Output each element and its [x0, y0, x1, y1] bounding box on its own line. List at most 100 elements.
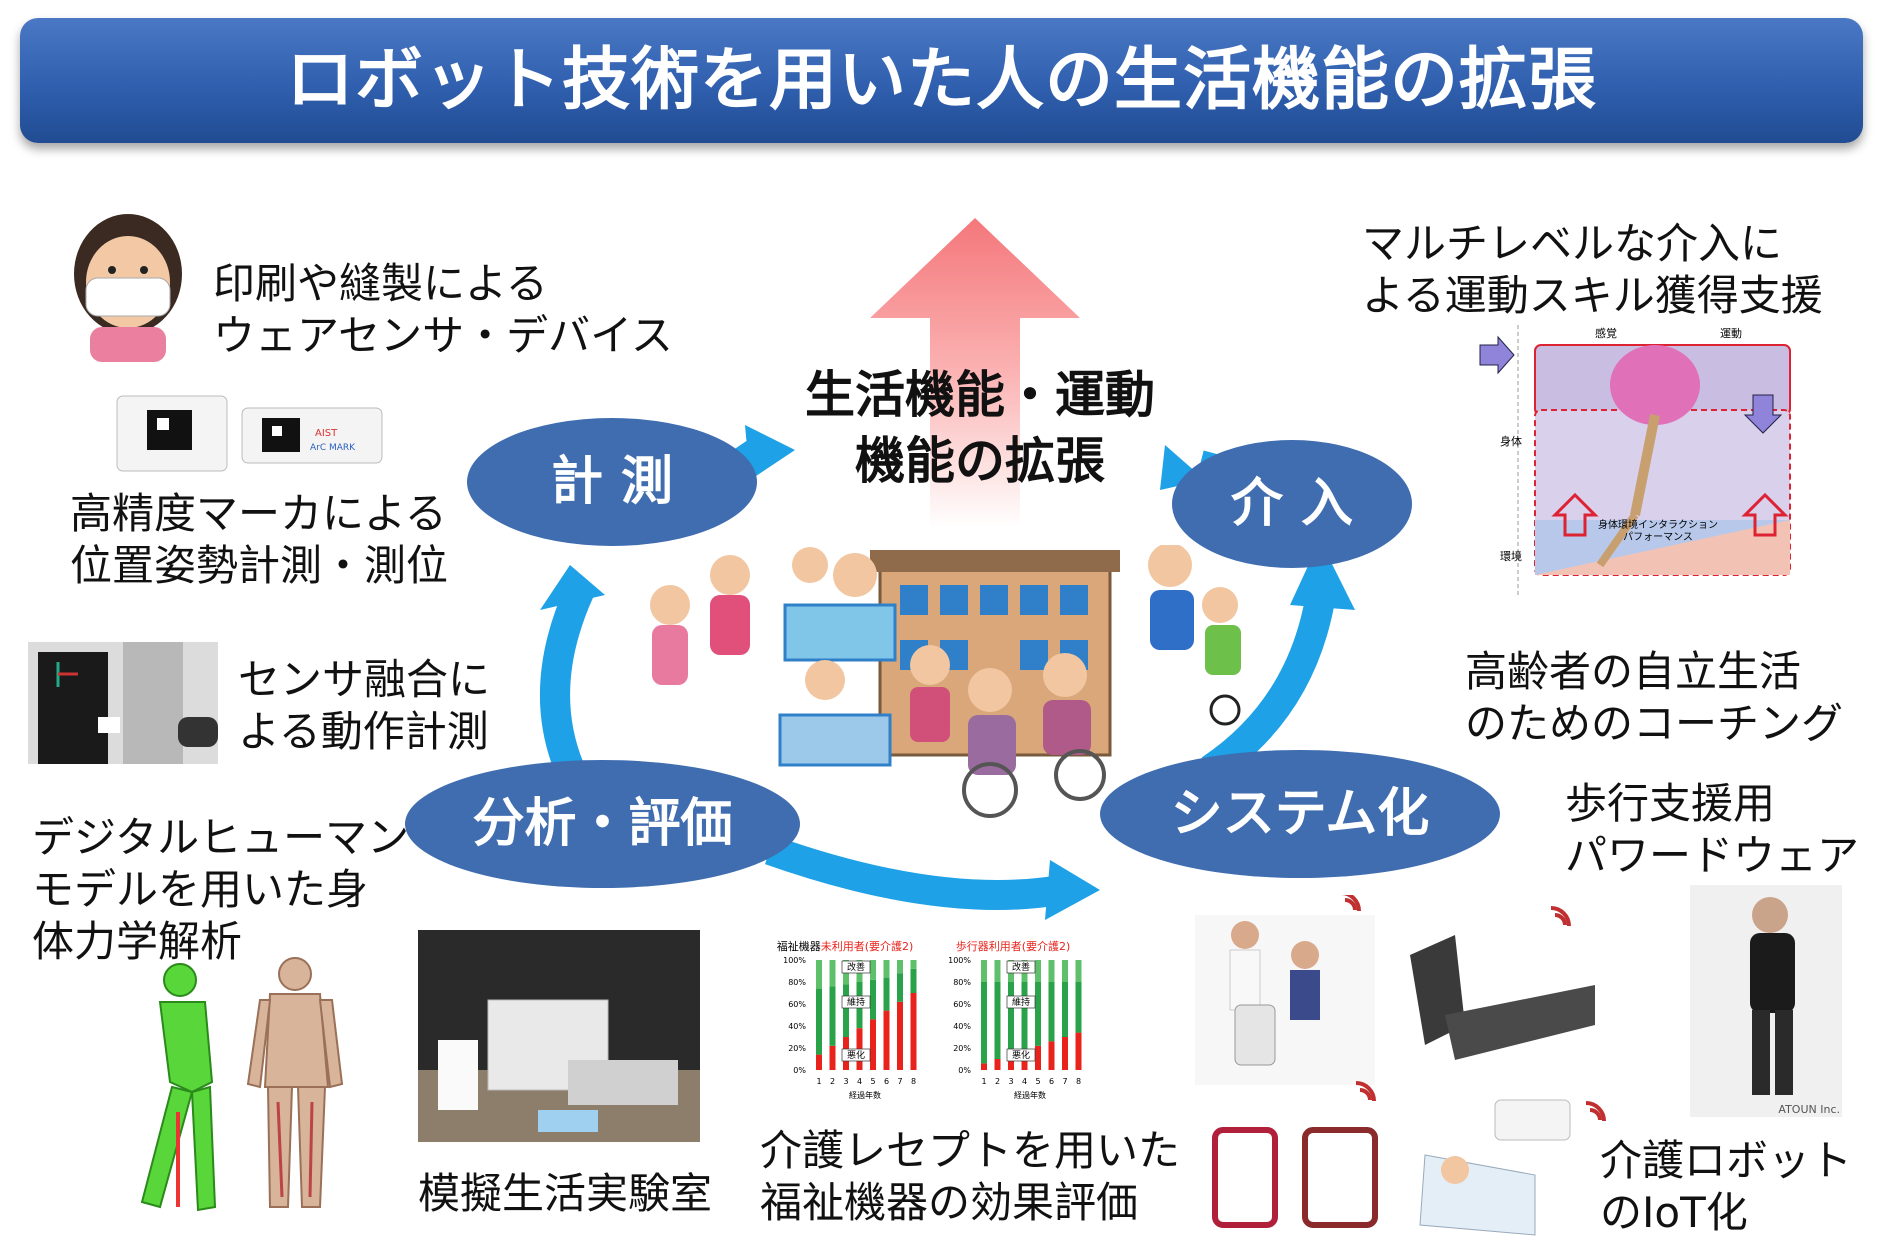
body-label: 身体: [1500, 434, 1522, 448]
legend-worsen: 悪化: [1012, 1049, 1030, 1061]
bar-improve: [897, 960, 903, 974]
marker-line2: 位置姿勢計測・測位: [70, 541, 449, 590]
y-tick-label: 100%: [783, 956, 806, 965]
bar-improve: [816, 960, 822, 989]
digital-human-text: デジタルヒューマン モデルを用いた身 体力学解析: [32, 812, 409, 968]
masked-person-illustration: [74, 214, 182, 362]
bar-worsen: [1075, 1032, 1082, 1070]
powerwear-line1: 歩行支援用: [1565, 779, 1776, 828]
bar-maintain: [897, 973, 903, 1002]
marker-line1: 高精度マーカによる: [70, 489, 447, 538]
digital-human-model: [140, 957, 344, 1212]
atoun-label: ATOUN Inc.: [1778, 1103, 1840, 1116]
interaction-label: 身体環境インタラクション: [1598, 518, 1718, 531]
sense-label: 感覚: [1595, 327, 1617, 340]
analyze-label: 分析・評価: [472, 794, 733, 854]
y-tick-label: 40%: [788, 1022, 806, 1031]
bar-improve: [981, 960, 987, 982]
legend-maintain: 維持: [1012, 996, 1030, 1008]
legend-maintain: 維持: [847, 996, 865, 1008]
mock-living-lab-photo: [418, 930, 700, 1142]
bar-worsen: [870, 1019, 876, 1070]
powerwear-line2: パワードウェア: [1565, 831, 1860, 880]
legend-improve: 改善: [1012, 961, 1030, 973]
legend-improve: 改善: [847, 961, 865, 973]
bar-improve: [1062, 960, 1068, 982]
y-tick-label: 80%: [788, 978, 806, 987]
x-tick-label: 8: [911, 1077, 916, 1086]
digital-human-line1: デジタルヒューマン: [32, 813, 410, 862]
wear-sensor-line2: ウェアセンサ・デバイス: [213, 311, 673, 360]
bar-maintain: [1048, 982, 1055, 1042]
coaching-text: 高齢者の自立生活 のためのコーチング: [1465, 646, 1843, 750]
fusion-line2: よる動作計測: [238, 707, 489, 756]
digital-human-line3: 体力学解析: [32, 917, 243, 966]
x-tick-label: 7: [1062, 1077, 1067, 1086]
center-title: 生活機能・運動 機能の拡張: [760, 362, 1200, 494]
bar-maintain: [843, 984, 849, 1037]
y-tick-label: 60%: [953, 1000, 971, 1009]
center-title-line2: 機能の拡張: [855, 432, 1105, 490]
iot-line2: のIoT化: [1600, 1188, 1748, 1237]
bar-worsen: [981, 1063, 987, 1070]
intervene-node: 介 入: [1172, 440, 1412, 568]
bar-maintain: [910, 968, 917, 993]
legend-worsen: 悪化: [847, 1049, 865, 1061]
iot-line1: 介護ロボット: [1600, 1136, 1853, 1185]
multilevel-line1: マルチレベルな介入に: [1362, 219, 1783, 268]
x-tick-label: 8: [1076, 1077, 1081, 1086]
bar-worsen: [1062, 1037, 1068, 1070]
legend-box: [841, 1048, 871, 1062]
performance-label: パフォーマンス: [1623, 531, 1693, 543]
lab-caption: 模擬生活実験室: [418, 1169, 713, 1218]
y-tick-label: 0%: [958, 1066, 971, 1075]
title-banner: ロボット技術を用いた人の生活機能の拡張: [20, 18, 1863, 143]
legend-box: [841, 960, 871, 974]
multilevel-text: マルチレベルな介入に よる運動スキル獲得支援: [1362, 218, 1823, 322]
marker-text: 高精度マーカによる 位置姿勢計測・測位: [70, 488, 448, 592]
bar-improve: [1048, 960, 1055, 982]
bar-worsen: [897, 1001, 903, 1070]
x-tick-label: 3: [843, 1077, 848, 1086]
bar-improve: [1035, 960, 1041, 982]
bar-improve: [910, 960, 917, 969]
up-arrow: [870, 218, 1080, 528]
bar-maintain: [870, 979, 876, 1020]
y-tick-label: 20%: [953, 1044, 971, 1053]
bar-maintain: [1035, 982, 1041, 1046]
x-axis-label: 経過年数: [849, 1090, 881, 1100]
x-axis-label: 経過年数: [1014, 1090, 1046, 1100]
multilevel-line2: よる運動スキル獲得支援: [1362, 271, 1823, 320]
y-tick-label: 80%: [953, 978, 971, 987]
legend-box: [1006, 1048, 1036, 1062]
legend-box: [1006, 960, 1036, 974]
x-tick-label: 6: [884, 1077, 889, 1086]
bar-worsen: [1048, 1041, 1055, 1070]
x-tick-label: 1: [981, 1077, 986, 1086]
y-tick-label: 60%: [788, 1000, 806, 1009]
fusion-text: センサ融合に よる動作計測: [238, 654, 490, 758]
page-title: ロボット技術を用いた人の生活機能の拡張: [285, 41, 1597, 120]
y-tick-label: 20%: [788, 1044, 806, 1053]
bar-worsen: [829, 1045, 836, 1070]
bar-improve: [1075, 960, 1082, 982]
x-tick-label: 5: [870, 1077, 875, 1086]
x-tick-label: 5: [1035, 1077, 1040, 1086]
powerwear-text: 歩行支援用 パワードウェア: [1565, 778, 1859, 882]
x-tick-label: 2: [995, 1077, 1000, 1086]
bar-worsen: [883, 1010, 890, 1070]
bar-worsen: [910, 993, 917, 1070]
sensor-fusion-photo: [28, 642, 218, 764]
marker-arc-text: ArC MARK: [310, 443, 356, 453]
bar-worsen: [1035, 1045, 1041, 1070]
bar-maintain: [1008, 982, 1014, 1055]
bar-worsen: [816, 1054, 822, 1070]
motion-label: 運動: [1720, 326, 1742, 340]
x-tick-label: 4: [857, 1077, 862, 1086]
receipt-line1: 介護レセプトを用いた: [760, 1126, 1181, 1175]
bar-maintain: [883, 977, 890, 1011]
wear-sensor-line1: 印刷や縫製による: [213, 259, 548, 308]
bar-improve: [870, 960, 876, 980]
